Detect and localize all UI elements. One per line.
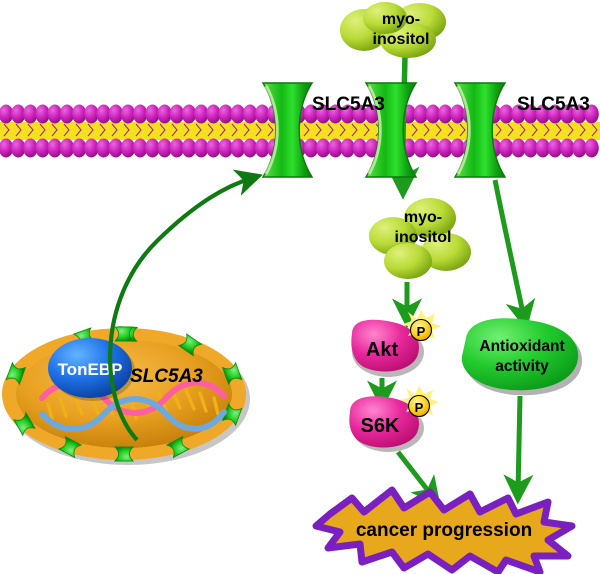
lipid-tails <box>0 122 600 140</box>
nuclear-pore-icon <box>13 411 36 437</box>
inositol-top-label-line1: myo- <box>382 11 420 28</box>
transporter-left[interactable] <box>261 82 314 178</box>
nuclear-pore-icon <box>177 333 203 357</box>
cancer-progression-label: cancer progression <box>356 520 532 541</box>
slc5a3-gene-label: SLC5A3 <box>130 366 203 387</box>
transporter-left-label: SLC5A3 <box>312 94 385 115</box>
nuclear-pore-icon <box>221 361 243 386</box>
arrow-channel-to-antioxidant <box>492 179 536 331</box>
inositol-top-label-line2: inositol <box>373 31 430 48</box>
antioxidant-activity-node[interactable]: Antioxidant activity <box>461 318 583 396</box>
phosphate-badge-s6k: P <box>401 386 439 419</box>
inositol-cyto-label-line1: myo- <box>404 209 442 226</box>
nuclear-pore-icon <box>114 446 134 462</box>
antioxidant-label-line2: activity <box>495 358 549 375</box>
myo-inositol-cytoplasmic: myo- inositol <box>369 198 471 279</box>
akt-node[interactable]: Akt P <box>351 310 441 377</box>
arrow-s6k-to-cancer <box>396 450 441 507</box>
nuclear-pore-icon <box>221 402 243 427</box>
s6k-node[interactable]: S6K P <box>349 386 439 452</box>
tonebp-label: TonEBP <box>58 360 123 379</box>
s6k-label: S6K <box>361 415 400 437</box>
phospho-s6k-label: P <box>415 400 424 415</box>
nuclear-pore-icon <box>5 361 27 386</box>
antioxidant-label-line1: Antioxidant <box>479 338 564 355</box>
cancer-progression-node[interactable]: cancer progression <box>312 486 576 574</box>
nuclear-pore-icon <box>57 435 83 459</box>
nuclear-pore-icon <box>114 326 134 342</box>
transporter-right-label: SLC5A3 <box>517 94 590 115</box>
transporter-right[interactable] <box>453 82 507 178</box>
myo-inositol-extracellular: myo- inositol <box>340 2 446 58</box>
akt-label: Akt <box>366 339 399 361</box>
transporter-middle[interactable] <box>364 82 418 178</box>
arrow-nucleus-to-membrane <box>108 169 263 442</box>
inositol-cyto-label-line2: inositol <box>395 229 452 246</box>
nucleus: TonEBP SLC5A3 <box>2 326 250 465</box>
phosphate-badge-akt: P <box>403 310 441 343</box>
arrow-antioxidant-to-cancer <box>503 395 534 505</box>
nuclear-pore-icon <box>165 435 191 459</box>
phospho-akt-label: P <box>417 324 426 339</box>
